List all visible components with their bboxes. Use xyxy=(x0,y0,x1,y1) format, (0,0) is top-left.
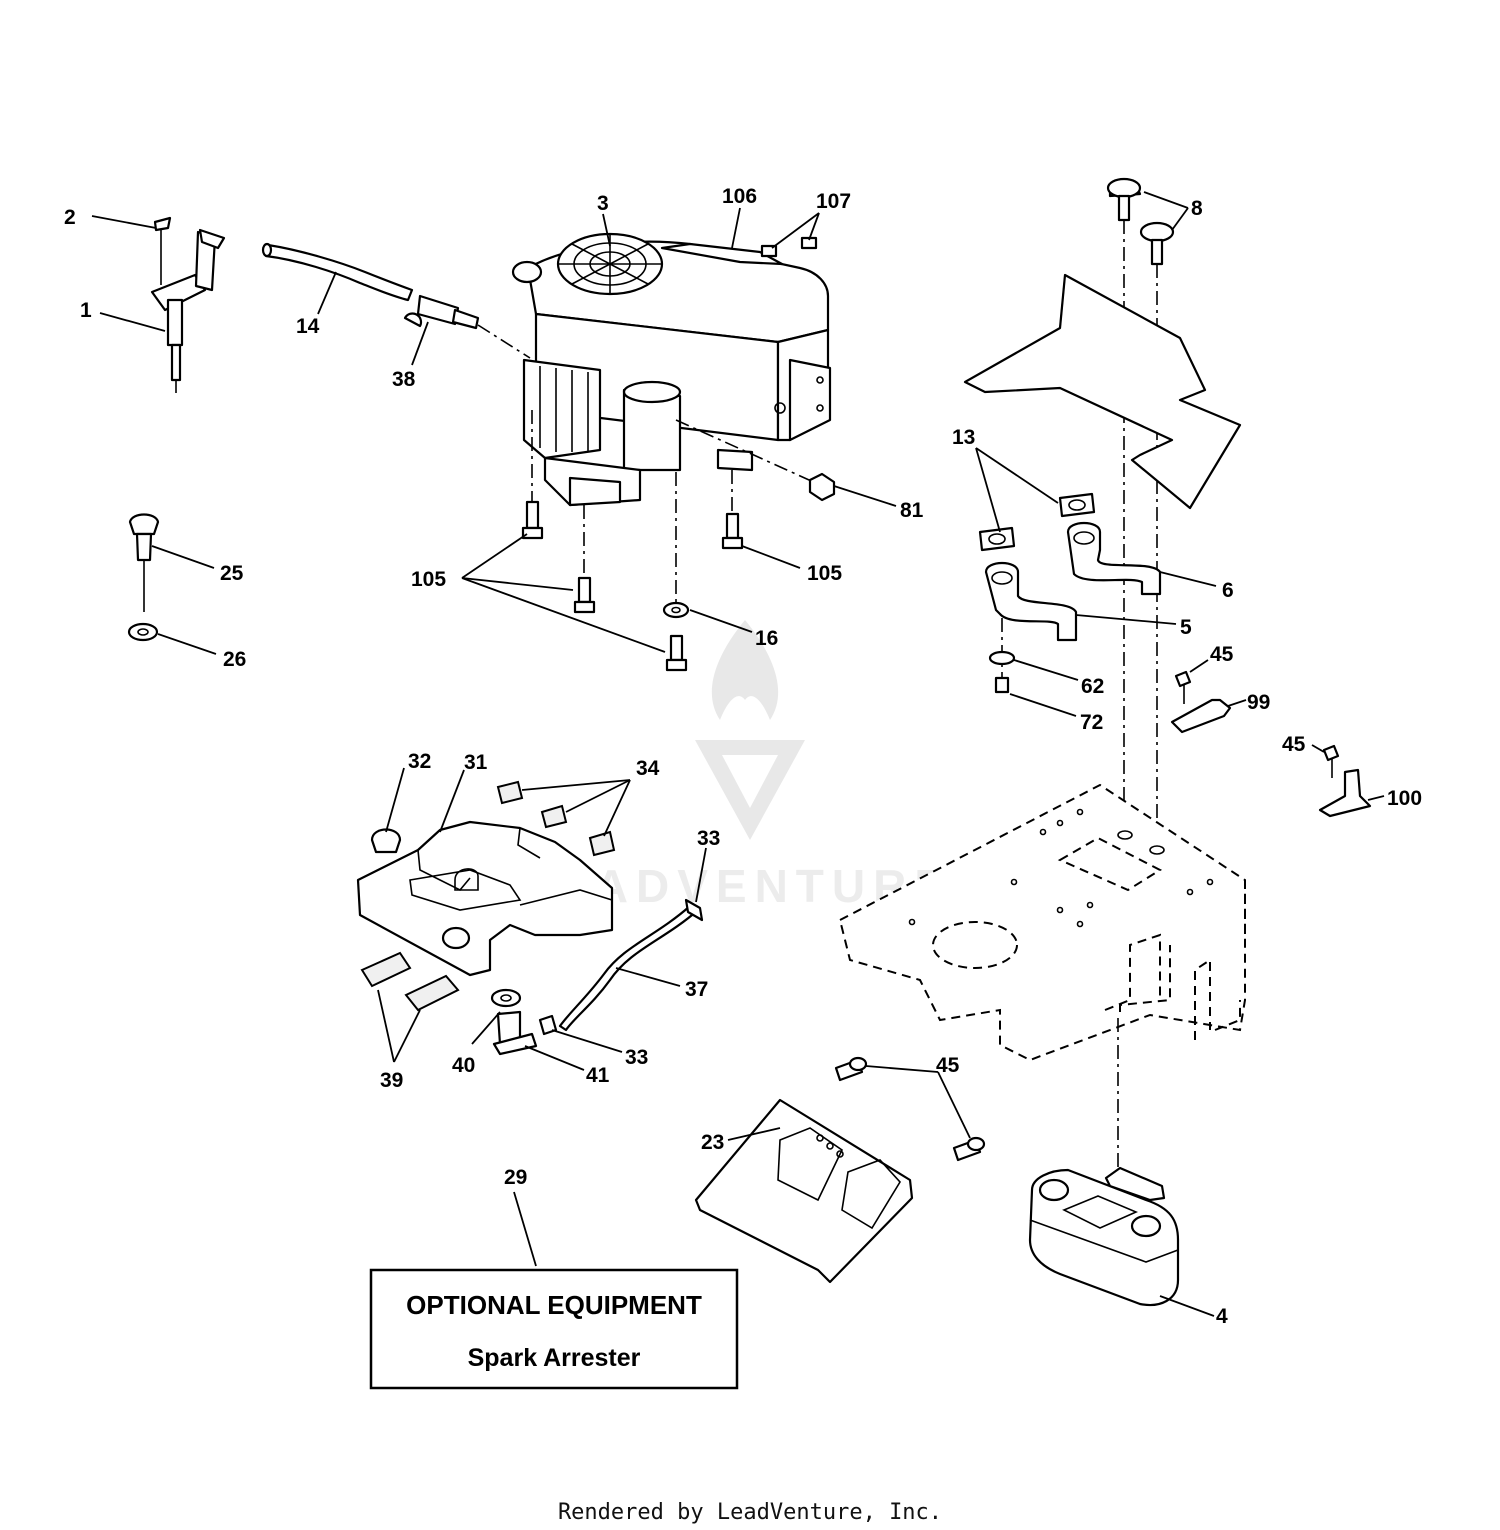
label-25: 25 xyxy=(220,562,244,585)
watermark-logo xyxy=(695,620,805,840)
label-39: 39 xyxy=(380,1069,403,1092)
label-1: 1 xyxy=(80,299,92,322)
engine-part xyxy=(511,232,832,507)
label-72: 72 xyxy=(1080,711,1103,734)
label-38: 38 xyxy=(392,368,416,391)
label-106: 106 xyxy=(722,185,757,208)
label-99: 99 xyxy=(1247,691,1270,714)
optional-equipment-title: OPTIONAL EQUIPMENT xyxy=(406,1290,702,1320)
label-33-lower: 33 xyxy=(625,1046,648,1069)
label-32: 32 xyxy=(408,750,431,773)
label-41: 41 xyxy=(586,1064,610,1087)
label-14: 14 xyxy=(296,315,320,338)
heat-shield-part xyxy=(963,273,1242,510)
footer-credit: Rendered by LeadVenture, Inc. xyxy=(558,1500,942,1525)
label-105-left: 105 xyxy=(411,568,446,591)
label-3: 3 xyxy=(597,192,609,215)
optional-equipment-box xyxy=(369,1268,739,1390)
optional-equipment-subtitle: Spark Arrester xyxy=(468,1344,641,1372)
bolt-8-parts xyxy=(1106,177,1175,266)
fuel-hose-part xyxy=(490,898,704,1056)
label-16: 16 xyxy=(755,627,778,650)
label-6: 6 xyxy=(1222,579,1234,602)
throttle-control-part xyxy=(150,216,226,393)
fuel-line-part xyxy=(261,242,480,330)
label-107: 107 xyxy=(816,190,851,213)
label-45-lower: 45 xyxy=(936,1054,960,1077)
chassis-frame xyxy=(838,783,1246,1062)
label-13: 13 xyxy=(952,426,975,449)
label-23: 23 xyxy=(701,1131,724,1154)
label-81: 81 xyxy=(900,499,924,522)
label-37: 37 xyxy=(685,978,708,1001)
choke-knob-part xyxy=(127,513,160,642)
bolt-parts xyxy=(521,500,744,672)
exhaust-pipe-parts xyxy=(978,492,1162,642)
label-31: 31 xyxy=(464,751,488,774)
label-29: 29 xyxy=(504,1166,527,1189)
label-100: 100 xyxy=(1387,787,1422,810)
label-2: 2 xyxy=(64,206,76,229)
bracket-parts xyxy=(1170,670,1372,818)
label-26: 26 xyxy=(223,648,246,671)
label-45-right: 45 xyxy=(1282,733,1306,756)
label-5: 5 xyxy=(1180,616,1192,639)
label-8: 8 xyxy=(1191,197,1203,220)
label-62: 62 xyxy=(1081,675,1104,698)
label-40: 40 xyxy=(452,1054,475,1077)
label-45-upper: 45 xyxy=(1210,643,1234,666)
label-4: 4 xyxy=(1216,1305,1228,1328)
label-33-upper: 33 xyxy=(697,827,720,850)
muffler-part xyxy=(1028,1166,1180,1307)
label-34: 34 xyxy=(636,757,660,780)
mounting-plate-part xyxy=(694,1056,986,1284)
fuel-tank-part xyxy=(356,780,616,1012)
label-105-right: 105 xyxy=(807,562,842,585)
